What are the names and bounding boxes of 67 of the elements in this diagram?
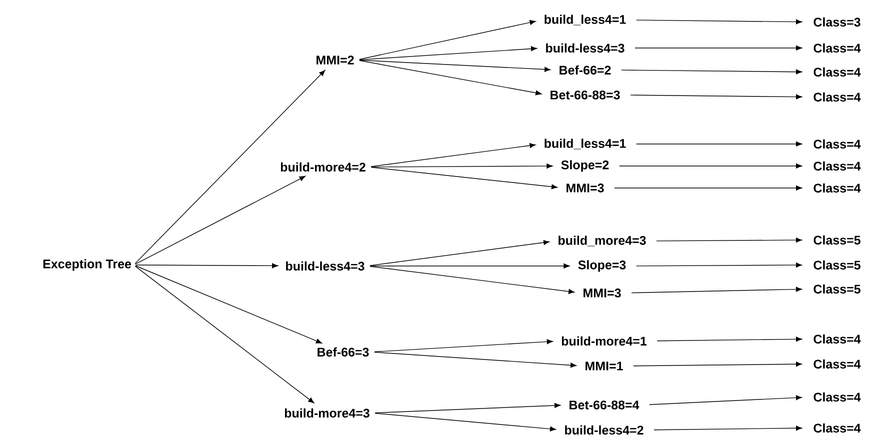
- arrow: [134, 70, 326, 264]
- node-label: Class=4: [814, 334, 861, 344]
- node-label: build_less4=1: [544, 14, 626, 26]
- node-label: Class=4: [814, 92, 861, 102]
- node-label: Class=4: [814, 43, 861, 53]
- node-label: MMI=1: [586, 362, 623, 370]
- arrow: [636, 262, 802, 268]
- arrow: [374, 412, 556, 432]
- arrow: [370, 264, 570, 268]
- node-label: build_less4=1: [544, 138, 626, 150]
- arrow: [370, 164, 553, 169]
- arrow: [633, 362, 802, 367]
- arrow: [359, 60, 551, 72]
- node-label: Class=4: [814, 392, 861, 402]
- node-label: Class=5: [814, 235, 860, 245]
- arrow: [636, 19, 802, 24]
- arrow: [135, 263, 278, 268]
- arrow: [135, 265, 322, 344]
- node-label: Class=3: [814, 17, 860, 27]
- node-label: Class=5: [814, 284, 860, 294]
- arrow: [359, 20, 536, 60]
- node-label: build-more4=2: [280, 162, 366, 172]
- arrow: [134, 266, 314, 404]
- arrow: [654, 426, 802, 431]
- arrow: [374, 339, 553, 352]
- arrow: [656, 238, 802, 243]
- node-label: build-less4=3: [286, 261, 364, 271]
- arrow: [634, 46, 802, 50]
- arrow: [374, 352, 577, 368]
- arrow: [649, 395, 802, 405]
- arrow: [135, 176, 306, 264]
- arrow: [359, 60, 542, 96]
- arrow: [374, 402, 561, 414]
- arrow: [370, 240, 550, 266]
- node-label: Bet-66-88=4: [570, 400, 640, 410]
- node-label: Class=4: [814, 139, 861, 149]
- node-label: build-less4=3: [546, 43, 624, 53]
- node-label: Slope=2: [561, 160, 609, 172]
- node-label: Class=4: [814, 67, 861, 77]
- arrow: [621, 69, 802, 74]
- arrow: [619, 164, 802, 168]
- arrow: [370, 166, 558, 190]
- arrow: [630, 94, 802, 100]
- node-label: Bet-66-88=3: [550, 90, 620, 100]
- node-label: MMI=3: [566, 184, 604, 192]
- node-label: build_more4=3: [558, 236, 646, 246]
- node-label: Exception Tree: [43, 259, 132, 271]
- arrow: [370, 143, 536, 167]
- node-label: MMI=2: [316, 56, 354, 64]
- arrow: [631, 286, 802, 294]
- node-label: MMI=3: [584, 288, 621, 298]
- node-label: build-more4=3: [284, 408, 370, 418]
- node-label: Class=4: [814, 183, 861, 193]
- node-label: Class=4: [814, 359, 861, 369]
- node-label: Slope=3: [578, 260, 626, 272]
- arrow: [614, 186, 802, 190]
- node-label: build-more4=1: [562, 336, 647, 346]
- node-label: Class=4: [814, 423, 861, 433]
- node-label: Bef-66=3: [318, 347, 369, 357]
- node-label: Class=5: [814, 260, 860, 270]
- arrow: [656, 336, 802, 342]
- node-label: Bef-66=2: [560, 65, 611, 75]
- arrow: [636, 142, 802, 146]
- arrow: [370, 266, 575, 294]
- arrow: [359, 46, 538, 60]
- node-label: build-less4=2: [565, 425, 644, 435]
- node-label: Class=4: [814, 161, 861, 171]
